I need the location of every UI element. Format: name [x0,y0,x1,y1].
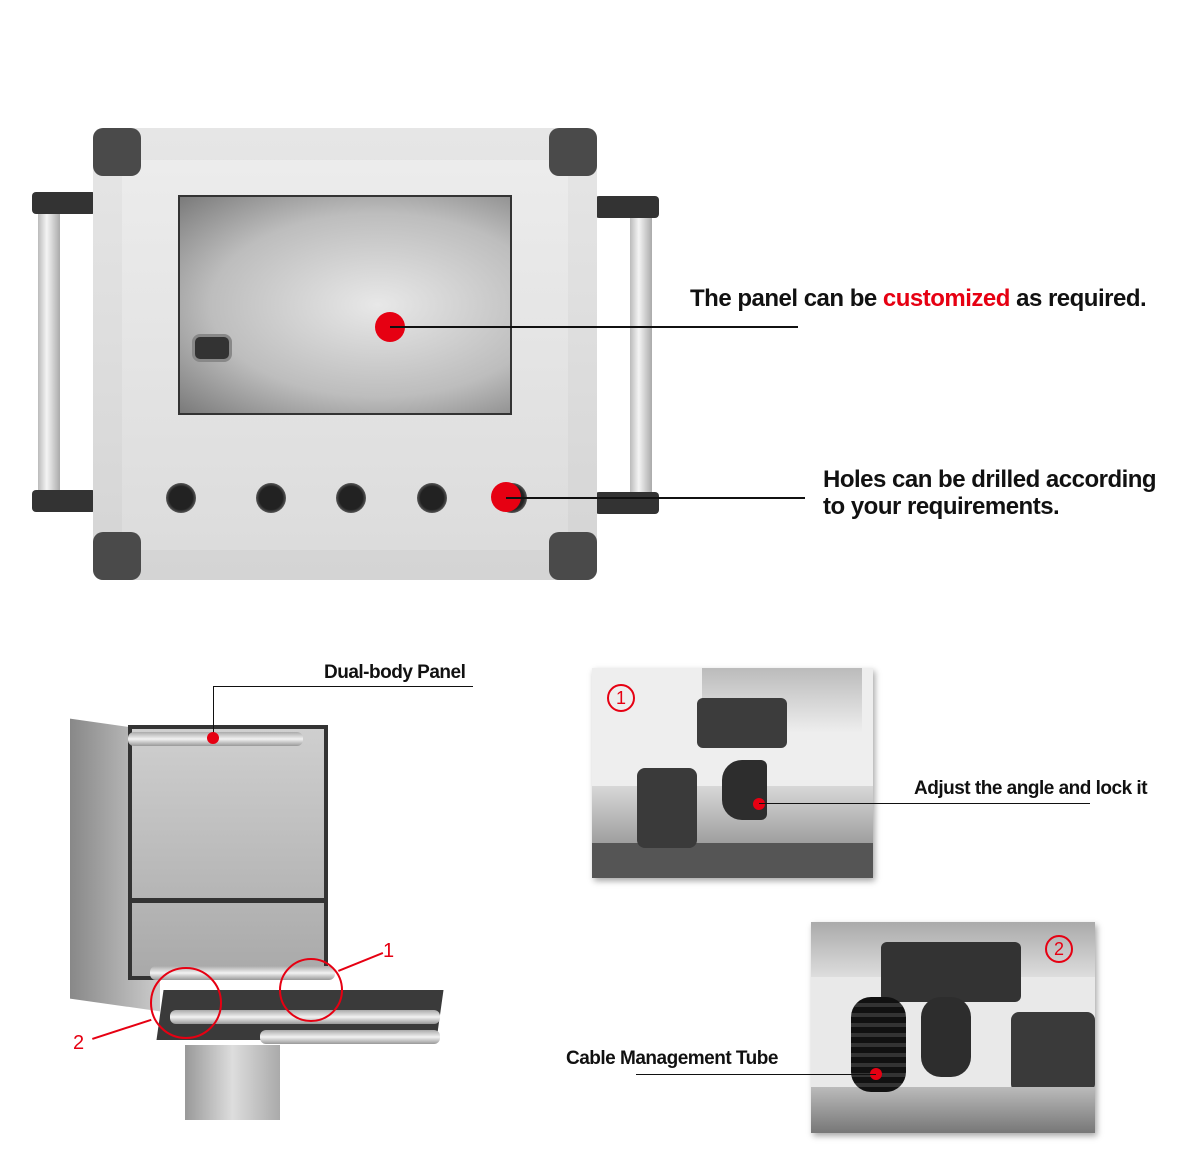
display-window [178,195,512,415]
right-handle-bracket-bottom [595,492,659,514]
dual-body-marker-dot [207,732,219,744]
hole [417,483,447,513]
left-handle [38,200,60,505]
marker-1-number: 1 [383,940,395,962]
marker-2-leader [92,1018,152,1040]
holes-callout-line1: Holes can be drilled according [823,466,1157,493]
dual-body-underline [213,686,473,687]
detail-2-marker-dot [870,1068,882,1080]
holes-callout-line [506,497,805,499]
left-handle-bracket-bottom [32,490,96,512]
holes-callout-line2: to your requirements. [823,493,1060,520]
dual-body-leader [213,686,214,738]
panel-callout-line [390,326,798,328]
marker-ring-2 [150,967,222,1039]
right-handle [630,205,652,505]
callout-suffix: as required. [1009,285,1147,312]
hole [256,483,286,513]
detail-2-label: Cable Management Tube [566,1048,778,1069]
marker-1-leader [338,952,384,972]
detail-1-marker-dot [753,798,765,810]
detail-2-number: 2 [1045,935,1073,963]
lock-icon [192,334,232,362]
marker-ring-1 [279,958,343,1022]
callout-prefix: The panel can be [690,285,883,312]
panel-callout-text: The panel can be customized as required. [690,285,1147,313]
callout-highlight: customized [882,285,1011,312]
right-handle-bracket-top [595,196,659,218]
detail-2-leader [636,1074,876,1075]
left-handle-bracket-top [32,192,96,214]
detail-1-leader [759,803,1090,804]
detail-1-number: 1 [607,684,635,712]
marker-2-number: 2 [73,1032,85,1054]
hole [336,483,366,513]
hole [166,483,196,513]
detail-photo-1 [592,668,873,878]
dual-body-panel-label: Dual-body Panel [324,662,466,683]
detail-1-label: Adjust the angle and lock it [914,778,1148,799]
